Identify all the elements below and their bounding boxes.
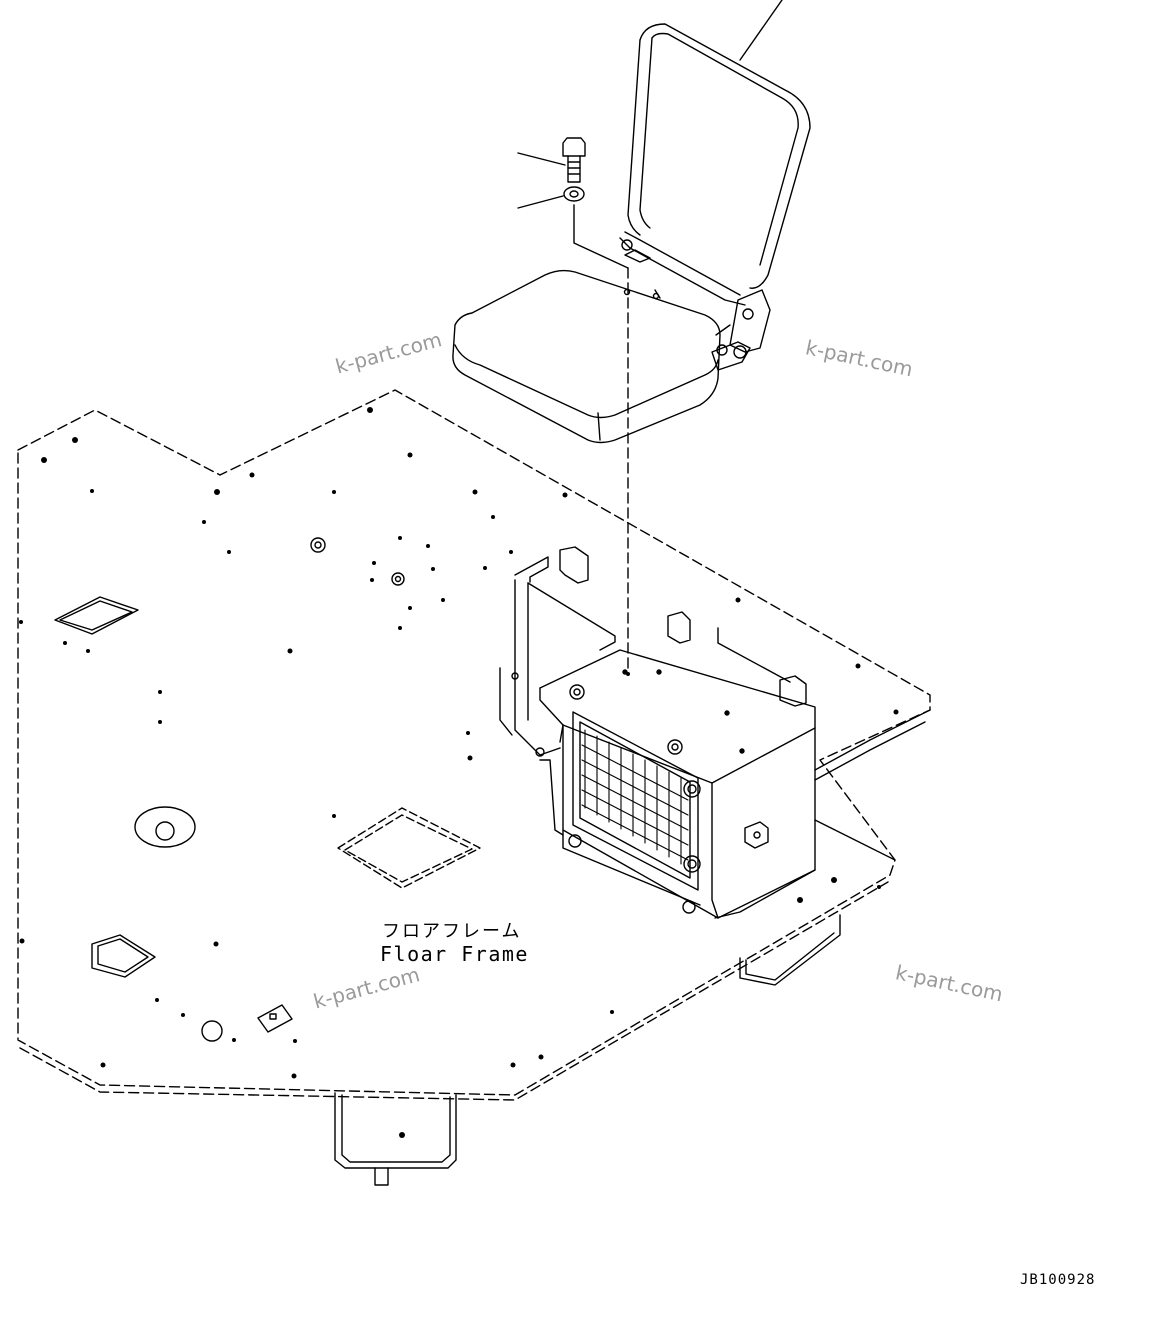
seat-mount-box	[499, 546, 931, 919]
right-bracket	[739, 914, 841, 986]
floor-frame-label-japanese: フロアフレーム	[382, 921, 522, 942]
drawing-code: JB100928	[1020, 1272, 1096, 1288]
seat	[452, 23, 811, 444]
seat-back	[639, 23, 811, 289]
floor-frame-edge-lower	[19, 881, 889, 1101]
lower-bracket	[334, 1092, 457, 1169]
floor-opening-1	[54, 596, 139, 635]
floor-holes	[19, 407, 899, 1138]
floor-frame-outline	[17, 389, 931, 1096]
leader-lines	[517, 0, 783, 676]
floor-access-plate	[337, 807, 481, 889]
seat-cushion	[452, 269, 721, 444]
floor-opening-2	[91, 934, 156, 978]
seat-lever	[711, 341, 751, 371]
box-top	[539, 649, 816, 784]
washer	[563, 186, 585, 202]
floor-frame-label-english: Floar Frame	[380, 942, 529, 966]
bolt	[562, 137, 586, 183]
ventilation-grille	[572, 711, 699, 891]
floor-frame	[17, 389, 931, 1186]
